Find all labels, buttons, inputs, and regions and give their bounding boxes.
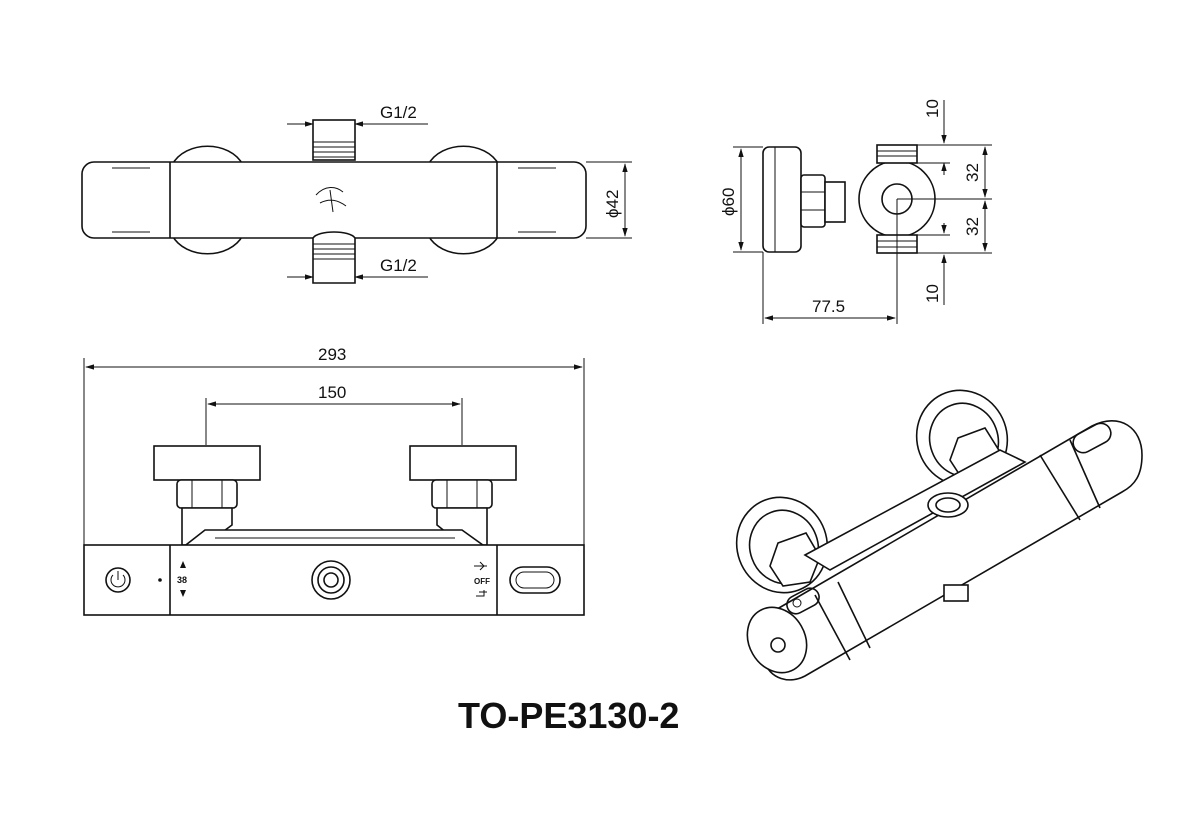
top-thread	[876, 144, 918, 164]
bottom-inlet	[312, 231, 356, 284]
isometric-view	[735, 389, 1143, 681]
svg-text:OFF: OFF	[474, 577, 490, 586]
inlet-top-label: G1/2	[380, 103, 417, 122]
right-slot	[509, 566, 561, 594]
iso-top-thread	[927, 492, 969, 518]
inlet-bottom-label: G1/2	[380, 256, 417, 275]
diverter-icons: OFF	[474, 561, 490, 597]
front-view: 293 150 38	[83, 345, 585, 616]
body-outline	[81, 161, 587, 239]
center-distance-label: 150	[318, 383, 346, 402]
iso-bridge	[803, 449, 1027, 571]
iso-bottom-thread	[943, 584, 969, 602]
flange-diameter-label: ϕ60	[719, 188, 738, 216]
top-offset-label: 10	[923, 99, 942, 118]
right-flange	[409, 445, 517, 481]
power-icon	[105, 567, 131, 593]
side-view: ϕ60 77.5 10 32 32 10	[719, 99, 992, 324]
temperature-arrows-icon: 38	[177, 561, 187, 597]
model-title: TO-PE3130-2	[458, 695, 679, 736]
right-nut	[431, 479, 493, 509]
svg-text:38: 38	[177, 575, 187, 585]
top-view: G1/2 G1/2 ϕ42	[81, 103, 632, 284]
connector	[824, 181, 846, 223]
wall-flange	[762, 146, 802, 253]
lower-spacing-label: 32	[963, 217, 982, 236]
left-nut	[176, 479, 238, 509]
upper-spacing-label: 32	[963, 163, 982, 182]
iso-power-icon	[792, 598, 802, 608]
top-inlet	[312, 119, 356, 161]
bottom-offset-label: 10	[923, 284, 942, 303]
iso-right-slot	[1072, 422, 1112, 454]
body-diameter-label: ϕ42	[603, 190, 622, 218]
overall-length-label: 293	[318, 345, 346, 364]
left-flange	[153, 445, 261, 481]
brand-logo-icon	[315, 187, 347, 213]
depth-label: 77.5	[812, 297, 845, 316]
hex-nut	[800, 174, 826, 228]
iso-end-cap	[746, 606, 808, 674]
